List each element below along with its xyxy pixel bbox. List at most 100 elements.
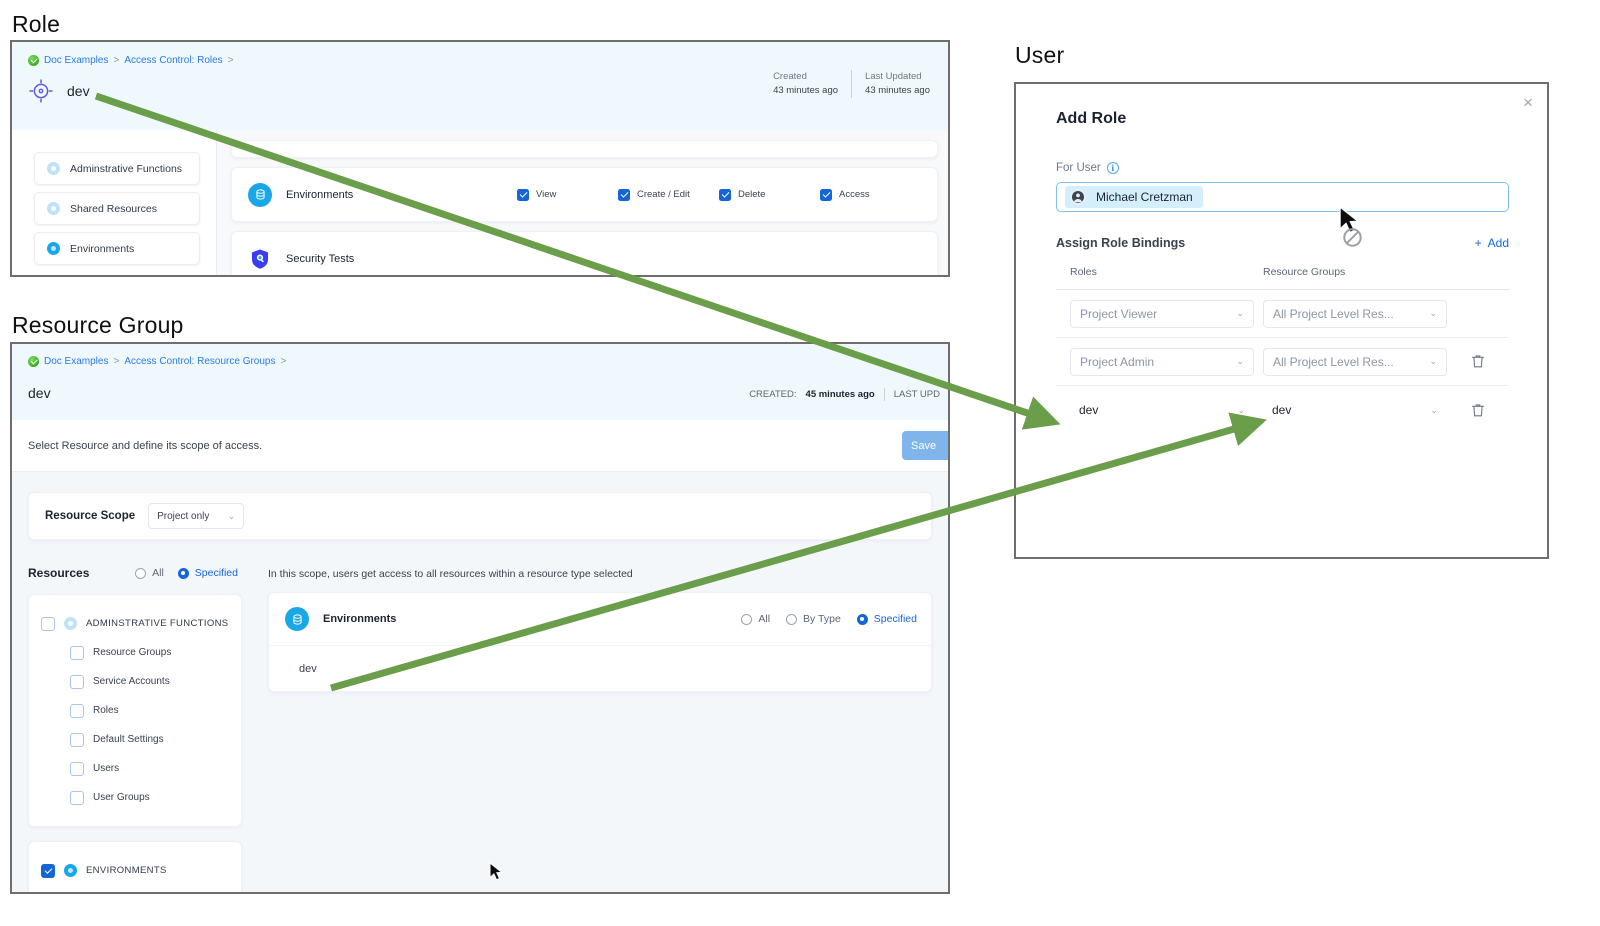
column-header-roles: Roles xyxy=(1070,266,1097,278)
delete-binding-button[interactable] xyxy=(1463,403,1493,418)
updated-label: Last Updated xyxy=(865,71,922,82)
scope-detail-column: In this scope, users get access to all r… xyxy=(258,558,932,892)
radio-env-all[interactable]: All xyxy=(741,613,770,625)
breadcrumb-section[interactable]: Access Control: Resource Groups xyxy=(124,356,276,367)
role-meta: Created 43 minutes ago Last Updated 43 m… xyxy=(760,70,943,98)
administrative-functions-icon xyxy=(47,162,60,175)
breadcrumb-root[interactable]: Doc Examples xyxy=(44,55,109,66)
checkbox-icon[interactable] xyxy=(70,674,84,689)
role-name: dev xyxy=(67,83,90,99)
shared-resources-icon xyxy=(47,202,60,215)
role-select-value: dev xyxy=(1079,403,1099,417)
breadcrumb[interactable]: Doc Examples > Access Control: Roles > xyxy=(28,55,932,66)
dialog-title: Add Role xyxy=(1056,110,1127,127)
table-header: Roles Resource Groups xyxy=(1056,256,1509,290)
resource-group-name: dev xyxy=(28,385,51,401)
checkbox-access[interactable]: Access xyxy=(820,188,921,201)
role-crosshair-icon xyxy=(28,78,54,104)
tree-label: ADMINSTRATIVE FUNCTIONS xyxy=(86,618,229,629)
sidebar-item-environments[interactable]: Environments xyxy=(34,232,200,265)
add-binding-button[interactable]: + Add xyxy=(1475,236,1509,250)
save-button[interactable]: Save xyxy=(902,431,948,460)
checkbox-view[interactable]: View xyxy=(517,188,618,201)
resource-group-cell: dev ⌄ xyxy=(1263,396,1463,424)
permission-row: Environments View Create / Edit xyxy=(232,168,937,221)
resource-group-select-value: All Project Level Res... xyxy=(1273,354,1394,369)
radio-icon xyxy=(741,613,753,625)
radio-label: Specified xyxy=(194,567,238,579)
tree-row[interactable]: Roles xyxy=(41,696,229,725)
checkbox-icon[interactable] xyxy=(70,761,84,776)
breadcrumb-root[interactable]: Doc Examples xyxy=(44,356,109,367)
info-icon[interactable]: i xyxy=(1106,162,1119,174)
tree-row[interactable]: User Groups xyxy=(41,783,229,812)
delete-binding-button[interactable] xyxy=(1463,354,1493,369)
breadcrumb-section[interactable]: Access Control: Roles xyxy=(124,55,223,66)
breadcrumb[interactable]: Doc Examples > Access Control: Resource … xyxy=(28,356,932,367)
breadcrumb-separator: > xyxy=(113,55,120,66)
resource-group-select[interactable]: All Project Level Res... ⌄ xyxy=(1263,299,1447,328)
for-user-label-row: For User i xyxy=(1056,162,1509,174)
resource-group-select[interactable]: dev ⌄ xyxy=(1263,396,1447,424)
resource-group-body: Resource Scope Project only ⌄ Resources … xyxy=(12,472,948,892)
checkbox-icon[interactable] xyxy=(70,645,84,660)
user-chip[interactable]: Michael Cretzman xyxy=(1065,186,1203,208)
role-select[interactable]: Project Admin ⌄ xyxy=(1070,347,1254,376)
updated-value: 43 minutes ago xyxy=(865,85,930,96)
chevron-down-icon: ⌄ xyxy=(1429,356,1437,366)
assign-role-bindings-row: Assign Role Bindings + Add xyxy=(1056,236,1509,250)
chevron-down-icon: ⌄ xyxy=(1429,308,1437,318)
radio-label: Specified xyxy=(873,613,917,625)
tree-row[interactable]: ADMINSTRATIVE FUNCTIONS xyxy=(41,609,229,638)
updated-meta: Last Updated 43 minutes ago xyxy=(851,70,943,98)
tree-row[interactable]: ENVIRONMENTS xyxy=(41,856,229,885)
project-badge-icon xyxy=(28,356,39,367)
tree-label: User Groups xyxy=(93,792,150,803)
user-select-field[interactable]: Michael Cretzman xyxy=(1056,182,1509,212)
sidebar-item-shared-resources[interactable]: Shared Resources xyxy=(34,192,200,225)
caption-role: Role xyxy=(12,11,61,37)
resource-scope-select[interactable]: Project only ⌄ xyxy=(148,503,245,529)
tree-row[interactable]: Default Settings xyxy=(41,725,229,754)
checkbox-label: Delete xyxy=(738,189,766,200)
add-role-dialog: × Add Role For User i Michael Cretzman xyxy=(1014,82,1549,559)
checkbox-icon[interactable] xyxy=(41,616,55,631)
checkbox-delete[interactable]: Delete xyxy=(719,188,820,201)
user-chip-label: Michael Cretzman xyxy=(1096,190,1193,204)
radio-resources-specified[interactable]: Specified xyxy=(177,567,238,579)
checkbox-label: Access xyxy=(839,189,870,200)
breadcrumb-separator-2: > xyxy=(280,356,287,367)
sidebar-item-administrative-functions[interactable]: Adminstrative Functions xyxy=(34,152,200,185)
radio-env-by-type[interactable]: By Type xyxy=(786,613,841,625)
tree-row[interactable]: Resource Groups xyxy=(41,638,229,667)
for-user-label: For User xyxy=(1056,162,1101,174)
role-resource-type-list: Adminstrative Functions Shared Resources… xyxy=(12,130,217,275)
resource-scope-value: Project only xyxy=(157,510,210,522)
tree-label: Service Accounts xyxy=(93,676,170,687)
checkbox-icon[interactable] xyxy=(70,703,84,718)
checkbox-create-edit[interactable]: Create / Edit xyxy=(618,188,719,201)
mouse-cursor-arrow xyxy=(489,861,505,887)
breadcrumb-separator: > xyxy=(113,356,120,367)
tree-row[interactable]: Users xyxy=(41,754,229,783)
environments-icon xyxy=(248,182,272,207)
resource-group-select[interactable]: All Project Level Res... ⌄ xyxy=(1263,347,1447,376)
role-bindings-table: Roles Resource Groups Project Viewer ⌄ A… xyxy=(1056,256,1509,434)
role-select[interactable]: Project Viewer ⌄ xyxy=(1070,299,1254,328)
sidebar-item-label: Shared Resources xyxy=(70,202,157,215)
tree-label: Users xyxy=(93,763,120,774)
radio-resources-all[interactable]: All xyxy=(135,567,164,579)
role-select[interactable]: dev ⌄ xyxy=(1070,396,1254,424)
permission-card-security-tests: Security Tests xyxy=(231,231,938,275)
checkbox-icon[interactable] xyxy=(70,790,84,805)
checkbox-icon-checked[interactable] xyxy=(41,863,55,878)
close-icon[interactable]: × xyxy=(1523,93,1533,112)
radio-env-specified[interactable]: Specified xyxy=(856,613,917,625)
chevron-down-icon: ⌄ xyxy=(1236,308,1244,318)
resource-tree-environments: ENVIRONMENTS xyxy=(28,841,242,892)
administrative-functions-icon xyxy=(64,617,77,630)
tree-row[interactable]: Service Accounts xyxy=(41,667,229,696)
checkbox-icon[interactable] xyxy=(70,732,84,747)
radio-label: By Type xyxy=(803,613,841,625)
